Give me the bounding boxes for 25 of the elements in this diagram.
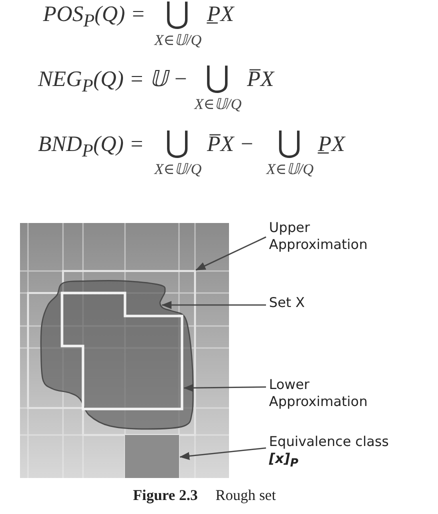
- union-symbol: ⋃: [165, 128, 190, 158]
- formula-text: P̅X −: [207, 133, 254, 155]
- callout-label: Lower Approximation: [269, 377, 387, 411]
- union-limit: X∈𝕌/Q: [154, 163, 202, 178]
- union-limit: X∈𝕌/Q: [266, 163, 314, 178]
- union-symbol: ⋃: [165, 0, 190, 29]
- formula-text: P̅X: [247, 68, 274, 90]
- callout-label: Set X: [269, 295, 387, 312]
- union-limit: X∈𝕌/Q: [154, 34, 202, 49]
- formula-text: NEG$_{P}$(Q) = 𝕌 −: [38, 68, 188, 95]
- callout-label: Upper Approximation: [269, 220, 387, 254]
- formula-text: P̲X: [318, 133, 345, 155]
- leader-arrow: [162, 301, 266, 309]
- union-symbol: ⋃: [205, 63, 230, 93]
- class-notation: [x]$_{P}$: [269, 451, 300, 472]
- leader-arrow: [180, 447, 266, 460]
- figure-caption: Figure 2.3 Rough set: [133, 487, 276, 505]
- union-limit: X∈𝕌/Q: [194, 98, 242, 113]
- formula-text: POS$_{P}$(Q) =: [43, 3, 146, 30]
- formula-text: BND$_{P}$(Q) =: [38, 133, 144, 160]
- callout-label: Equivalence class: [269, 434, 390, 451]
- formula-text: P̲X: [207, 3, 234, 25]
- leader-arrow: [196, 236, 266, 271]
- union-symbol: ⋃: [277, 128, 302, 158]
- leader-arrow: [184, 384, 266, 392]
